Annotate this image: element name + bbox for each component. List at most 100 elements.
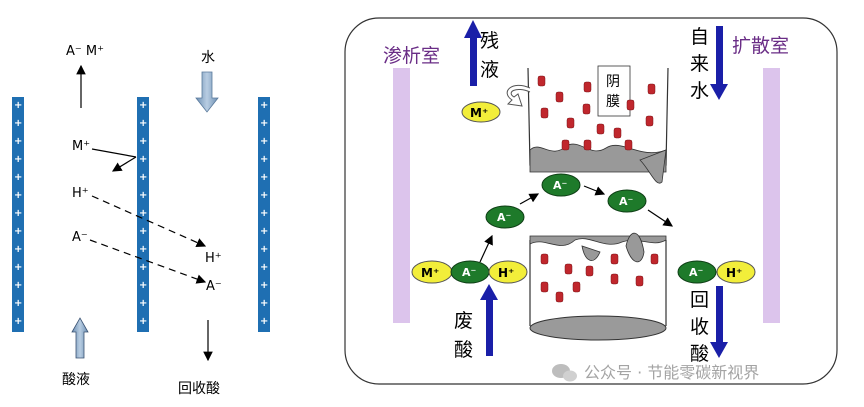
upper-particles: [537, 75, 656, 151]
recover-char-2: 收: [690, 316, 709, 338]
svg-text:+: +: [260, 244, 268, 255]
svg-text:+: +: [139, 316, 147, 327]
h-ion-recovered: [716, 260, 756, 284]
a-minus-label-left: A⁻: [72, 230, 88, 245]
svg-text:+: +: [260, 226, 268, 237]
svg-text:+: +: [139, 100, 147, 111]
m-plus-arrow-back: [111, 156, 137, 172]
svg-text:+: +: [14, 298, 22, 309]
tap-water-arrow: [710, 26, 728, 100]
svg-text:+: +: [139, 298, 147, 309]
membrane-left: + + + + + + + + + + + + +: [12, 97, 24, 332]
a-ion-3: [607, 189, 647, 213]
svg-text:+: +: [139, 280, 147, 291]
svg-text:+: +: [260, 298, 268, 309]
svg-text:+: +: [260, 100, 268, 111]
svg-text:+: +: [139, 190, 147, 201]
diffusion-room-label: 扩散室: [732, 35, 789, 57]
a-minus-path: [89, 239, 207, 284]
anion-membrane-char-1: 阴: [606, 74, 620, 90]
svg-text:+: +: [260, 136, 268, 147]
wechat-icon: [552, 364, 577, 382]
acid-in-label: 酸液: [62, 372, 90, 388]
right-diagram: 渗析室 扩散室 残 液 自 来 水 阴 膜: [344, 17, 838, 385]
h-plus-path: [91, 195, 207, 247]
m-ion-bottom-label: M⁺: [421, 266, 439, 280]
a-minus-label-right: A⁻: [206, 279, 222, 294]
svg-text:+: +: [14, 208, 22, 219]
svg-text:+: +: [14, 172, 22, 183]
svg-text:+: +: [260, 190, 268, 201]
tap-water-char-3: 水: [690, 80, 709, 102]
lower-particles: [540, 253, 659, 303]
anion-membrane-char-2: 膜: [606, 94, 620, 110]
waste-acid-char-1: 废: [454, 310, 473, 332]
recover-char-1: 回: [690, 289, 709, 311]
upper-beaker: [527, 67, 669, 184]
svg-text:+: +: [260, 154, 268, 165]
m-plus-arrow-in: [91, 148, 137, 158]
h-ion-bottom-label: H⁺: [498, 266, 514, 280]
a-ion-1: [485, 205, 525, 229]
svg-text:+: +: [139, 172, 147, 183]
waste-acid-arrow: [480, 284, 498, 356]
svg-text:+: +: [139, 136, 147, 147]
watermark: 公众号 · 节能零碳新视界: [552, 363, 759, 382]
svg-text:+: +: [14, 154, 22, 165]
svg-text:+: +: [260, 208, 268, 219]
acid-in-arrow: [71, 317, 89, 359]
membrane-right: +++ +++ +++ +++ +: [258, 97, 270, 332]
svg-text:+: +: [14, 244, 22, 255]
a-ion-1-label: A⁻: [497, 211, 512, 224]
h-plus-label-left: H⁺: [72, 186, 89, 201]
svg-text:+: +: [260, 316, 268, 327]
a-ion-2-label: A⁻: [553, 179, 568, 192]
svg-text:+: +: [260, 262, 268, 273]
membrane-middle: + + + + + + + + + + + + +: [137, 97, 149, 332]
m-ion-top: [461, 101, 501, 123]
h-plus-label-right: H⁺: [205, 251, 222, 266]
svg-text:+: +: [260, 118, 268, 129]
migration-arrows: [479, 185, 673, 263]
svg-text:+: +: [14, 118, 22, 129]
recovered-acid-label: 回收酸: [178, 381, 220, 397]
svg-text:+: +: [139, 226, 147, 237]
watermark-text: 公众号 · 节能零碳新视界: [584, 363, 759, 382]
h-ion-recovered-label: H⁺: [726, 266, 742, 280]
svg-text:+: +: [139, 118, 147, 129]
left-diagram: + + + + + + + + + + + + + + + + + + + + + + + + + + + + + …: [12, 44, 270, 397]
svg-text:+: +: [139, 208, 147, 219]
svg-text:+: +: [14, 190, 22, 201]
dialysis-chamber: [393, 68, 410, 323]
m-ion-top-label: M⁺: [470, 106, 488, 120]
lower-beaker: [529, 232, 667, 341]
recover-arrow: [710, 286, 728, 358]
top-ions-label: A⁻ M⁺: [66, 44, 104, 59]
svg-text:+: +: [14, 280, 22, 291]
dialysis-room-label: 渗析室: [383, 45, 440, 67]
waste-acid-char-2: 酸: [454, 339, 473, 361]
svg-text:+: +: [139, 154, 147, 165]
recover-char-3: 酸: [690, 343, 709, 365]
svg-text:+: +: [14, 316, 22, 327]
svg-text:+: +: [139, 244, 147, 255]
water-arrow: [195, 71, 219, 113]
a-ion-3-label: A⁻: [619, 195, 634, 208]
a-ion-recovered: [677, 260, 717, 284]
water-label: 水: [201, 50, 215, 66]
tap-water-char-2: 来: [690, 53, 709, 75]
svg-text:+: +: [260, 280, 268, 291]
svg-text:+: +: [139, 262, 147, 273]
anion-membrane-tag: [597, 65, 631, 117]
tap-water-char-1: 自: [690, 26, 709, 48]
svg-text:+: +: [14, 136, 22, 147]
a-ion-bottom-label: A⁻: [462, 266, 477, 279]
svg-text:+: +: [14, 100, 22, 111]
residue-arrow: [464, 20, 482, 86]
svg-text:+: +: [14, 226, 22, 237]
svg-text:+: +: [14, 262, 22, 273]
h-ion-bottom: [488, 260, 528, 284]
a-ion-recovered-label: A⁻: [689, 266, 704, 279]
residue-char-1: 残: [480, 30, 499, 52]
